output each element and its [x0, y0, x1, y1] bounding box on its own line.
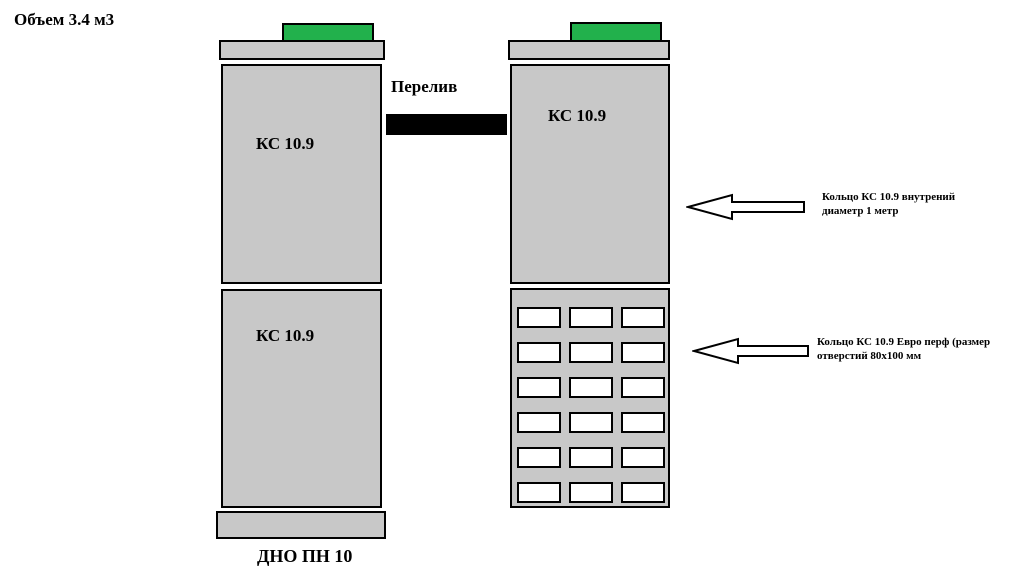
right-ring-top-label: КС 10.9 [548, 106, 607, 125]
perforation-hole [569, 447, 613, 468]
left-ring-top-label: КС 10.9 [256, 134, 315, 153]
overflow-label: Перелив [391, 77, 458, 96]
perforation-hole [621, 447, 665, 468]
perforation-hole [621, 377, 665, 398]
perforation-hole [621, 342, 665, 363]
right-well-cover [508, 40, 670, 60]
perforation-hole [621, 307, 665, 328]
ring-note: Кольцо КС 10.9 внутрений диаметр 1 метр [822, 191, 956, 217]
perforation-hole [517, 412, 561, 433]
left-well-cover [219, 40, 385, 60]
perforation-hole [569, 307, 613, 328]
right-ring-top: КС 10.9 [510, 64, 670, 284]
perforation-hole [569, 342, 613, 363]
perforation-hole [517, 482, 561, 503]
perforation-hole [517, 342, 561, 363]
perforation-grid [517, 307, 665, 503]
perforation-hole [569, 412, 613, 433]
bottom-slab-label: ДНО ПН 10 [257, 546, 353, 566]
perforation-hole [621, 482, 665, 503]
diagram-title: Объем 3.4 м3 [14, 10, 115, 29]
perforation-hole [517, 447, 561, 468]
arrow-ring-note [686, 193, 805, 221]
perforation-hole [569, 482, 613, 503]
overflow-pipe [386, 114, 507, 135]
perforation-hole [517, 307, 561, 328]
arrow-perf-note [692, 337, 809, 365]
perf-note: Кольцо КС 10.9 Евро перф (размер отверст… [817, 336, 991, 362]
perforation-hole [621, 412, 665, 433]
right-hatch [570, 22, 662, 42]
left-ring-bottom-label: КС 10.9 [256, 326, 315, 345]
left-ring-bottom: КС 10.9 [221, 289, 382, 508]
perforation-hole [517, 377, 561, 398]
left-ring-top: КС 10.9 [221, 64, 382, 284]
left-well-bottom-slab [216, 511, 386, 539]
perforation-hole [569, 377, 613, 398]
